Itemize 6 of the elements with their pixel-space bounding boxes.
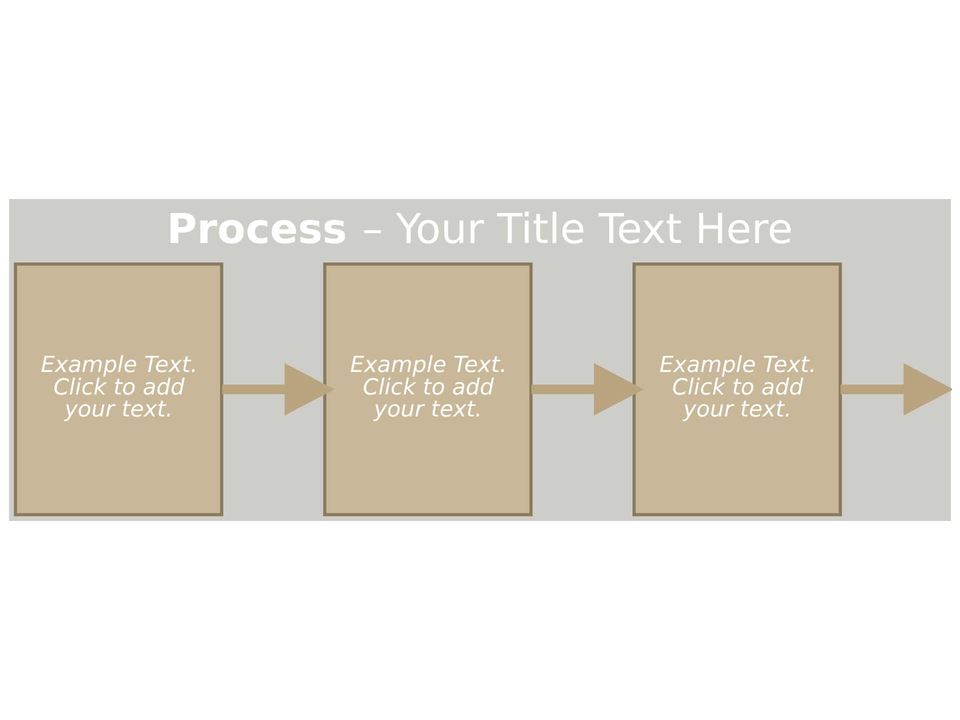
node-box: Example Text. Click to add your text. [323, 262, 533, 516]
arrow [840, 363, 952, 416]
node-box: Example Text. Click to add your text. [632, 262, 842, 516]
arrow [222, 363, 335, 416]
arrow [531, 363, 644, 416]
node-box: Example Text. Click to add your text. [14, 262, 224, 516]
